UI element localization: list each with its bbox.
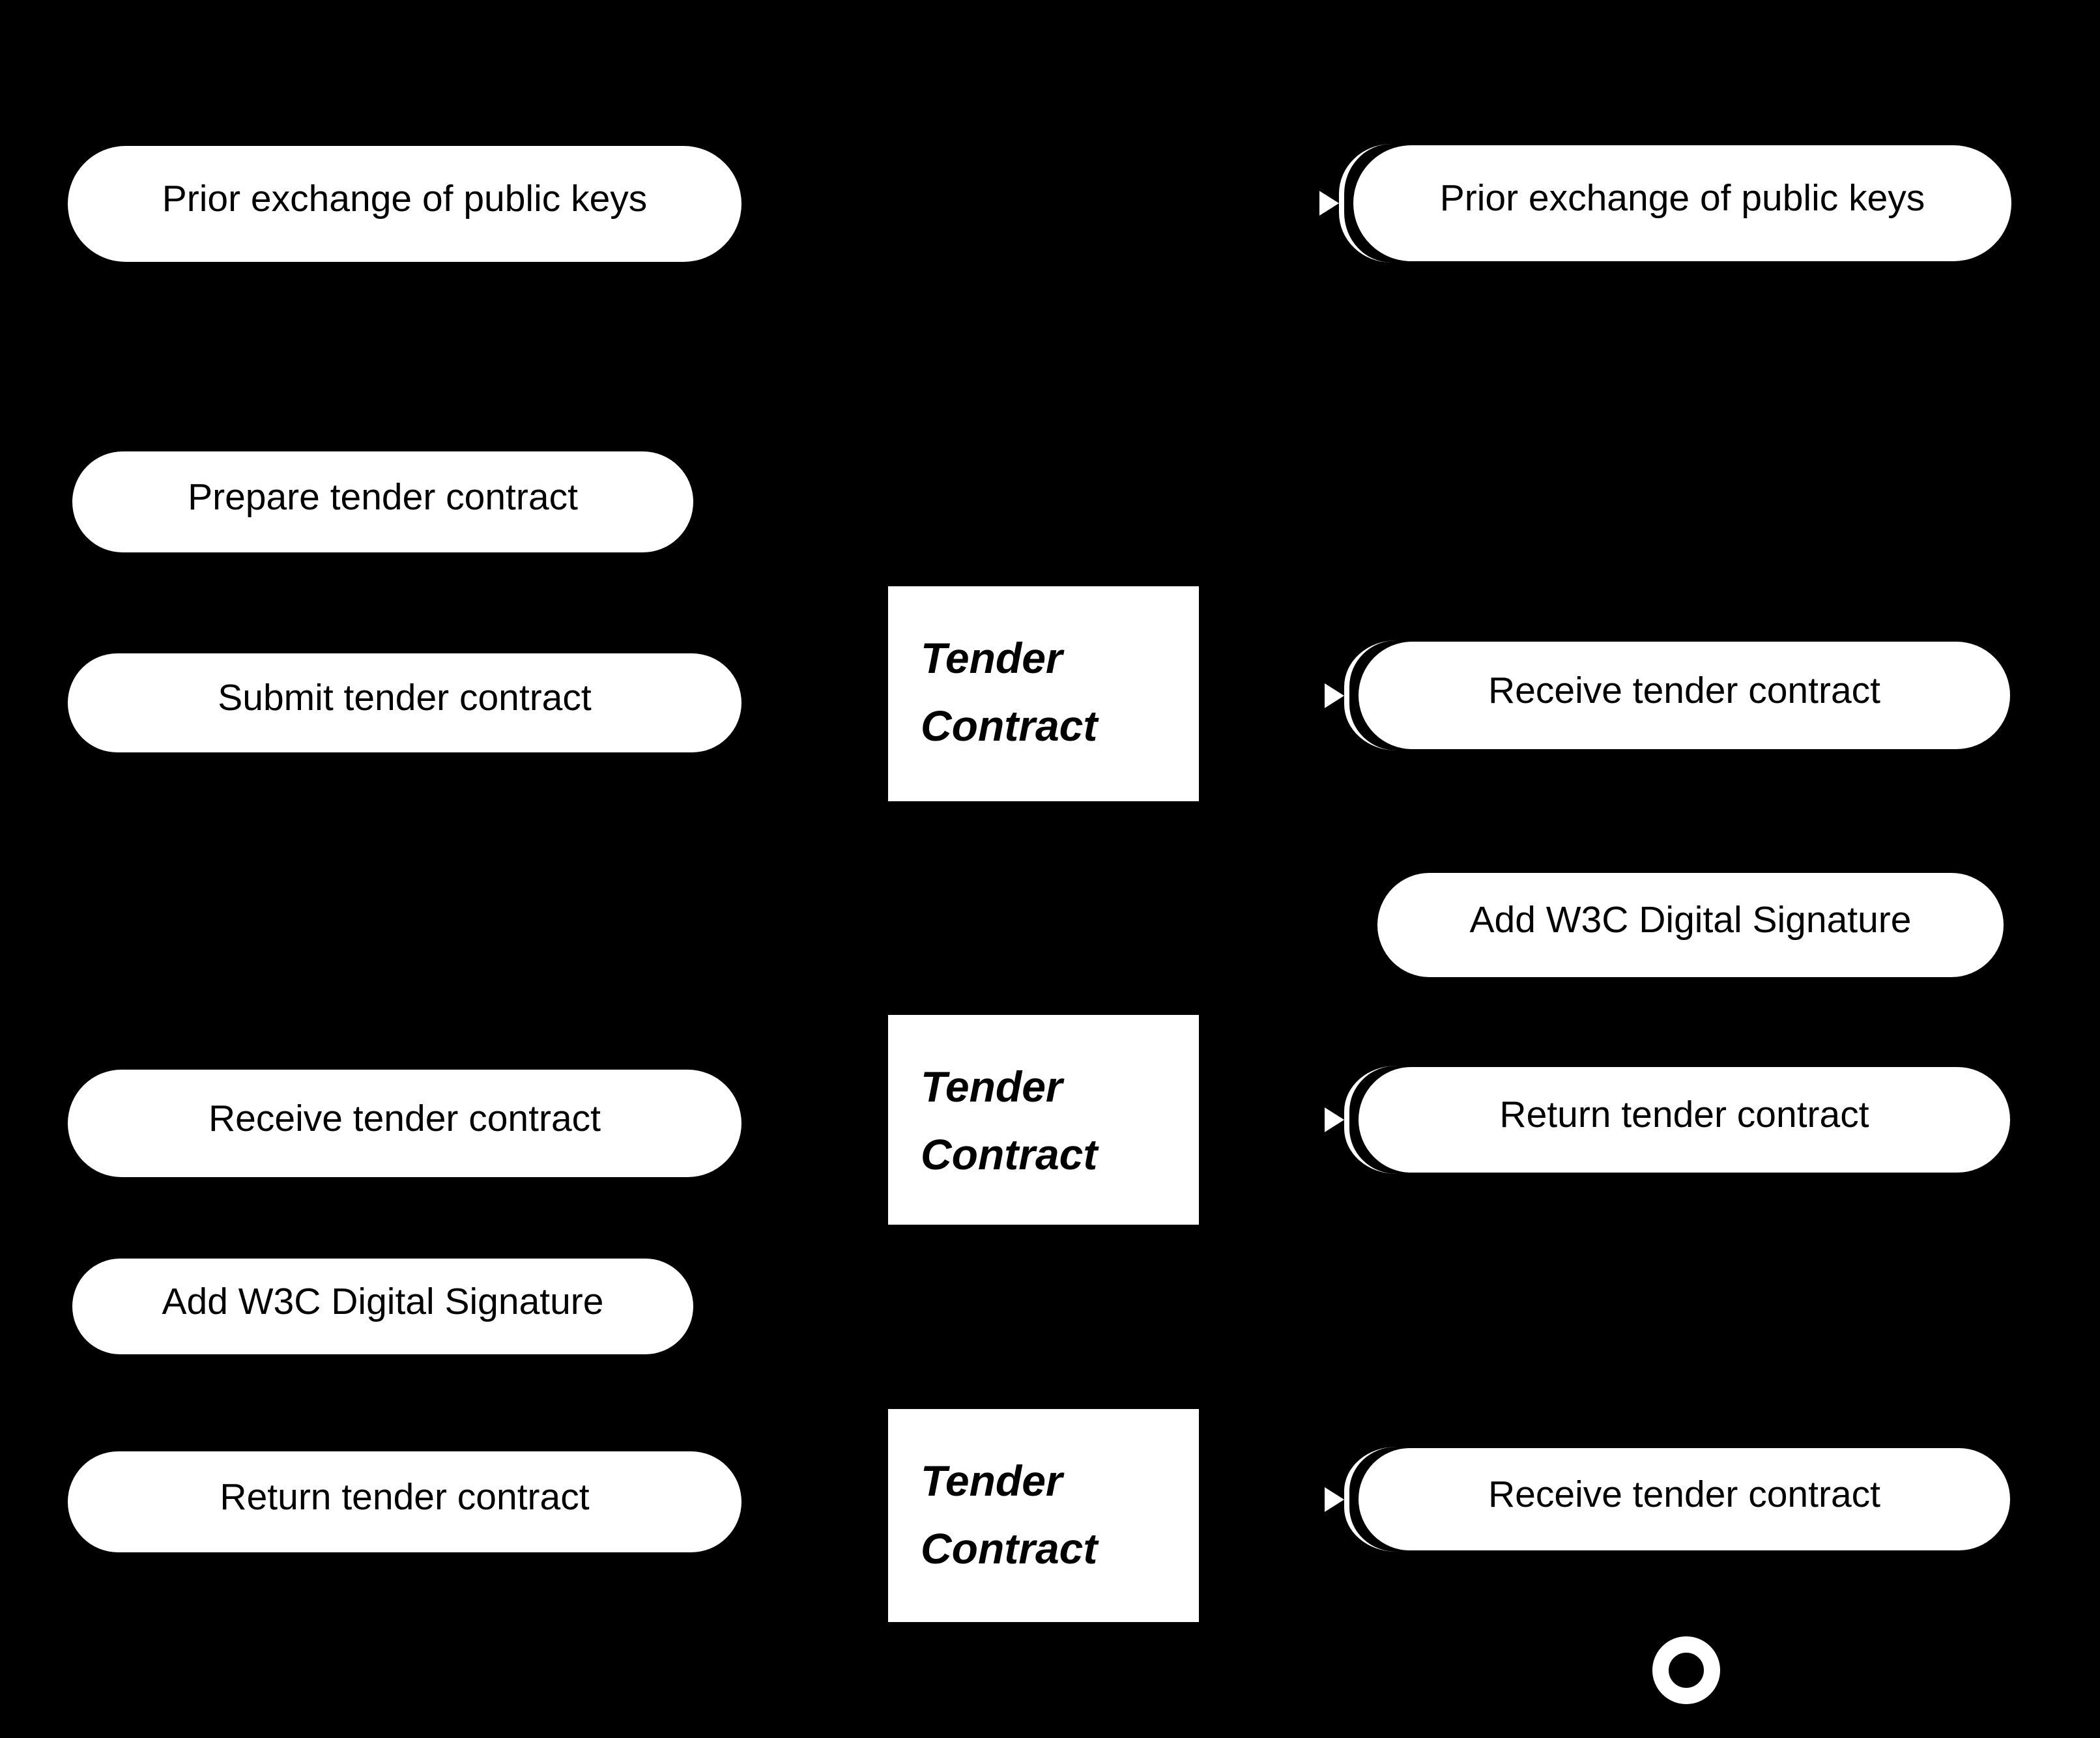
echo-arc <box>1344 1066 1396 1174</box>
document-node-doc-tender-contract-2: Tender Contract <box>888 1015 1199 1225</box>
node-label: Tender Contract <box>921 1457 1098 1573</box>
node-label: Receive tender contract <box>1488 1473 1880 1515</box>
node-label: Add W3C Digital Signature <box>162 1280 604 1322</box>
activity-node-left-return-tender: Return tender contract <box>68 1451 741 1552</box>
node-label: Prior exchange of public keys <box>162 178 648 220</box>
message-arrowhead-icon <box>1325 683 1344 708</box>
echo-arc <box>1339 144 1391 263</box>
echo-arc <box>1344 640 1396 750</box>
message-arrowhead-icon <box>1319 191 1339 216</box>
activity-node-right-add-signature: Add W3C Digital Signature <box>1377 873 2004 977</box>
node-label: Receive tender contract <box>1488 669 1880 711</box>
activity-node-left-prepare-tender: Prepare tender contract <box>72 451 693 552</box>
activity-node-left-submit-tender: Submit tender contract <box>68 653 741 752</box>
node-label: Tender Contract <box>921 634 1098 750</box>
activity-node-right-return-tender: Return tender contract <box>1325 1066 2010 1174</box>
node-label: Receive tender contract <box>209 1097 601 1139</box>
echo-arc <box>1344 1447 1396 1552</box>
activity-node-right-prior-exchange: Prior exchange of public keys <box>1319 144 2011 263</box>
node-label: Prior exchange of public keys <box>1439 177 1925 219</box>
activity-node-left-add-signature: Add W3C Digital Signature <box>72 1259 693 1354</box>
activity-node-left-prior-exchange: Prior exchange of public keys <box>68 146 741 262</box>
activity-node-right-receive-tender: Receive tender contract <box>1325 640 2010 750</box>
activity-node-left-receive-tender: Receive tender contract <box>68 1070 741 1177</box>
activity-node-right-receive-tender-2: Receive tender contract <box>1325 1447 2010 1552</box>
document-node-doc-tender-contract-3: Tender Contract <box>888 1409 1199 1622</box>
message-arrowhead-icon <box>1325 1107 1344 1132</box>
end-event-icon <box>1652 1636 1720 1704</box>
message-arrowhead-icon <box>1325 1487 1344 1512</box>
node-label: Tender Contract <box>921 1062 1098 1179</box>
node-label: Add W3C Digital Signature <box>1469 899 1912 941</box>
node-label: Return tender contract <box>220 1475 590 1518</box>
node-label: Submit tender contract <box>218 677 592 719</box>
node-label: Prepare tender contract <box>188 476 578 518</box>
node-label: Return tender contract <box>1499 1094 1869 1135</box>
document-node-doc-tender-contract-1: Tender Contract <box>888 586 1199 801</box>
